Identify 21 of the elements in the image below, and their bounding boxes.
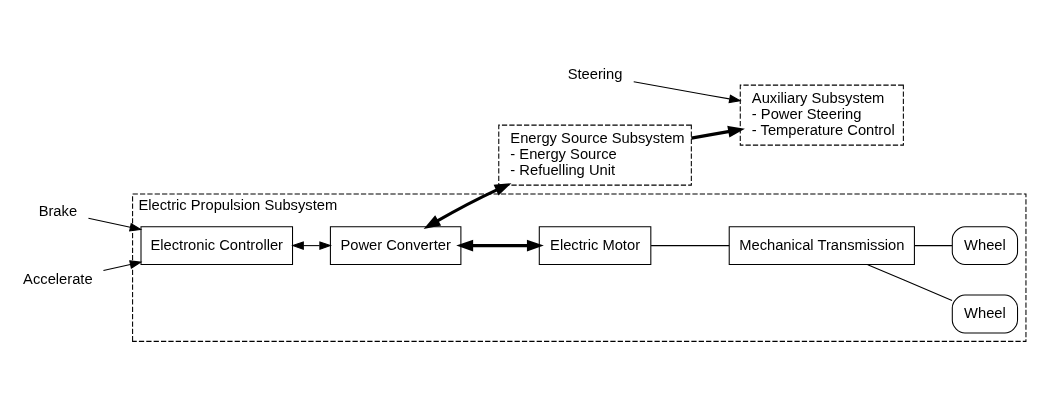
node-box: Auxiliary Subsystem - Power Steering - Temperature Control (739, 84, 904, 146)
connector (650, 244, 730, 246)
node-box: Mechanical Transmission (728, 225, 915, 265)
node-box: Energy Source Subsystem - Energy Source - Refuelling Unit (498, 124, 692, 186)
arrow (102, 259, 143, 271)
connector (867, 263, 953, 301)
node-text: Steering (567, 65, 623, 82)
arrow (633, 80, 742, 103)
arrow (456, 239, 544, 252)
node-text: Brake (38, 202, 78, 219)
node-text: Accelerate (23, 270, 93, 287)
node-box: Power Converter (329, 225, 462, 265)
node-box: Wheel (951, 225, 1019, 265)
connector (914, 244, 953, 246)
node-box: Wheel (951, 294, 1019, 333)
arrow (691, 125, 745, 140)
node-box: Electric Motor (538, 225, 652, 265)
arrow (291, 240, 332, 250)
node-box: Electronic Controller (140, 225, 294, 265)
arrow (87, 217, 143, 232)
arrow (423, 182, 512, 229)
